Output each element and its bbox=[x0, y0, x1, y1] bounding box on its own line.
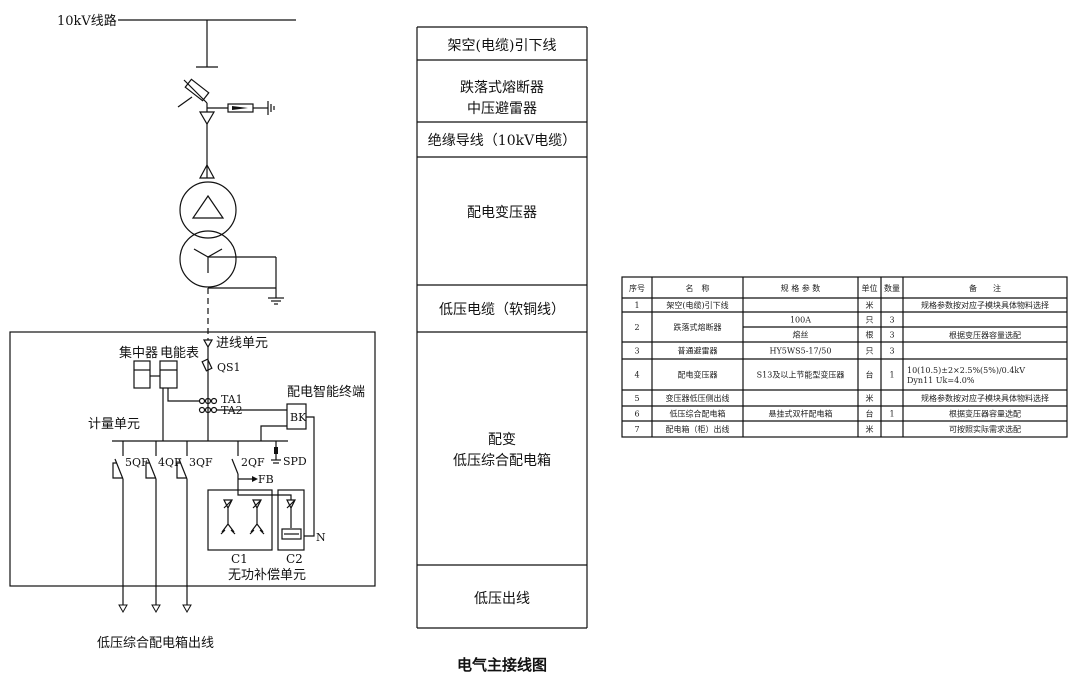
c2-label: C2 bbox=[286, 552, 303, 566]
n-label: N bbox=[316, 531, 326, 544]
table-cell: 米 bbox=[866, 393, 874, 403]
table-cell: 1 bbox=[889, 410, 894, 419]
table-header: 名 称 bbox=[686, 283, 710, 293]
table-cell: 3 bbox=[634, 347, 639, 356]
table-cell: 6 bbox=[634, 410, 639, 419]
table-cell: 米 bbox=[866, 300, 874, 310]
section-label: 中压避雷器 bbox=[467, 101, 537, 117]
compensation-unit-label: 无功补偿单元 bbox=[228, 568, 306, 583]
cable-terminal-icon bbox=[198, 163, 216, 179]
5qf-label: 5QF bbox=[125, 456, 149, 469]
qs1-switch-icon bbox=[201, 358, 213, 372]
table-cell: 规格参数按对应子模块具体物料选择 bbox=[921, 300, 1049, 310]
c1-label: C1 bbox=[231, 552, 248, 566]
capacitor-c2-box bbox=[277, 489, 305, 551]
concentrator-label: 集中器 bbox=[119, 345, 158, 361]
4qf-label: 4QF bbox=[158, 456, 182, 469]
surge-arrester-icon bbox=[207, 101, 275, 115]
section-label: 配电变压器 bbox=[467, 205, 537, 221]
table-header: 规 格 参 数 bbox=[781, 283, 821, 293]
current-transformer-icon bbox=[198, 397, 218, 414]
cable-terminal-icon bbox=[198, 111, 216, 126]
table-cell: 1 bbox=[889, 371, 894, 380]
table-header: 序号 bbox=[629, 283, 645, 293]
diagram-caption: 电气主接线图 bbox=[457, 656, 547, 674]
section-label: 架空(电缆)引下线 bbox=[448, 38, 557, 54]
drop-out-fuse-icon bbox=[177, 78, 210, 108]
table-cell: 低压综合配电箱 bbox=[670, 409, 726, 419]
capacitor-icon bbox=[220, 499, 302, 540]
capacitor-c1-box bbox=[207, 489, 273, 551]
table-cell: 5 bbox=[634, 394, 639, 403]
table-cell: 普通避雷器 bbox=[678, 346, 718, 356]
spd-icon bbox=[271, 441, 281, 464]
2qf-label: 2QF bbox=[241, 456, 265, 469]
table-cell: 3 bbox=[889, 347, 894, 356]
section-label: 低压出线 bbox=[474, 591, 530, 607]
section-label: 绝缘导线（10kV电缆） bbox=[428, 133, 576, 149]
breaker-3qf bbox=[176, 441, 192, 614]
line-label: 10kV线路 bbox=[57, 13, 117, 29]
table-cell: 架空(电缆)引下线 bbox=[666, 300, 728, 310]
breaker-5qf bbox=[112, 441, 128, 614]
table-cell: 规格参数按对应子模块具体物料选择 bbox=[921, 393, 1049, 403]
table-cell: 只 bbox=[866, 316, 874, 325]
concentrator-icon bbox=[133, 360, 151, 389]
table-cell: 变压器低压侧出线 bbox=[666, 393, 730, 403]
table-cell: 跌落式熔断器 bbox=[674, 322, 722, 332]
breaker-4qf bbox=[145, 441, 161, 614]
table-cell: 1 bbox=[634, 301, 639, 310]
energy-meter-icon bbox=[159, 360, 178, 389]
table-cell: 3 bbox=[889, 331, 894, 340]
3qf-label: 3QF bbox=[189, 456, 213, 469]
spd-label: SPD bbox=[283, 455, 307, 468]
meter-label: 电能表 bbox=[160, 346, 199, 361]
table-cell: 10(10.5)±2×2.5%(5%)/0.4kV bbox=[907, 366, 1025, 375]
table-cell: 3 bbox=[889, 316, 894, 325]
breaker-2qf bbox=[231, 441, 258, 490]
table-cell: 根据变压器容量选配 bbox=[949, 409, 1021, 419]
table-cell: 根据变压器容量选配 bbox=[949, 330, 1021, 340]
table-header: 数量 bbox=[884, 283, 900, 293]
incoming-unit-label: 进线单元 bbox=[216, 336, 268, 351]
section-column bbox=[416, 26, 588, 629]
transformer-icon bbox=[179, 181, 277, 298]
table-header: 单位 bbox=[862, 283, 878, 293]
terminal-label: 配电智能终端 bbox=[287, 384, 365, 400]
low-voltage-distribution-box bbox=[9, 331, 376, 587]
table-cell: 2 bbox=[634, 323, 639, 332]
table-cell: S13及以上节能型变压器 bbox=[757, 370, 845, 380]
table-cell: 悬挂式双杆配电箱 bbox=[769, 409, 833, 419]
table-cell: 根 bbox=[866, 330, 874, 340]
ground-icon bbox=[268, 297, 284, 305]
table-cell: 只 bbox=[866, 347, 874, 356]
table-cell: 台 bbox=[866, 370, 874, 380]
table-header: 备 注 bbox=[969, 283, 1001, 293]
table-cell: 100A bbox=[790, 316, 811, 325]
table-cell: Dyn11 Uk=4.0% bbox=[907, 376, 975, 385]
table-cell: 7 bbox=[634, 425, 639, 434]
table-cell: 米 bbox=[866, 424, 874, 434]
section-label: 跌落式熔断器 bbox=[460, 80, 544, 96]
table-cell: 配电变压器 bbox=[678, 370, 718, 380]
fb-label: FB bbox=[258, 473, 274, 486]
table-cell: 熔丝 bbox=[793, 330, 809, 340]
table-cell: 配电箱（柜）出线 bbox=[666, 424, 730, 434]
table-cell: 台 bbox=[866, 409, 874, 419]
table-cell: 4 bbox=[634, 371, 639, 380]
qs1-label: QS1 bbox=[217, 361, 241, 374]
table-cell: 可按照实际需求选配 bbox=[949, 424, 1021, 434]
metering-unit-label: 计量单元 bbox=[88, 417, 140, 432]
outgoing-label: 低压综合配电箱出线 bbox=[97, 635, 214, 651]
bk-label: BK bbox=[290, 411, 307, 424]
table-cell: HY5WS5-17/50 bbox=[770, 347, 832, 356]
ta1-label: TA1 bbox=[221, 393, 243, 406]
section-label: 低压电缆（软铜线） bbox=[439, 302, 565, 318]
section-label: 配变 bbox=[488, 432, 516, 448]
section-label: 低压综合配电箱 bbox=[453, 453, 551, 469]
